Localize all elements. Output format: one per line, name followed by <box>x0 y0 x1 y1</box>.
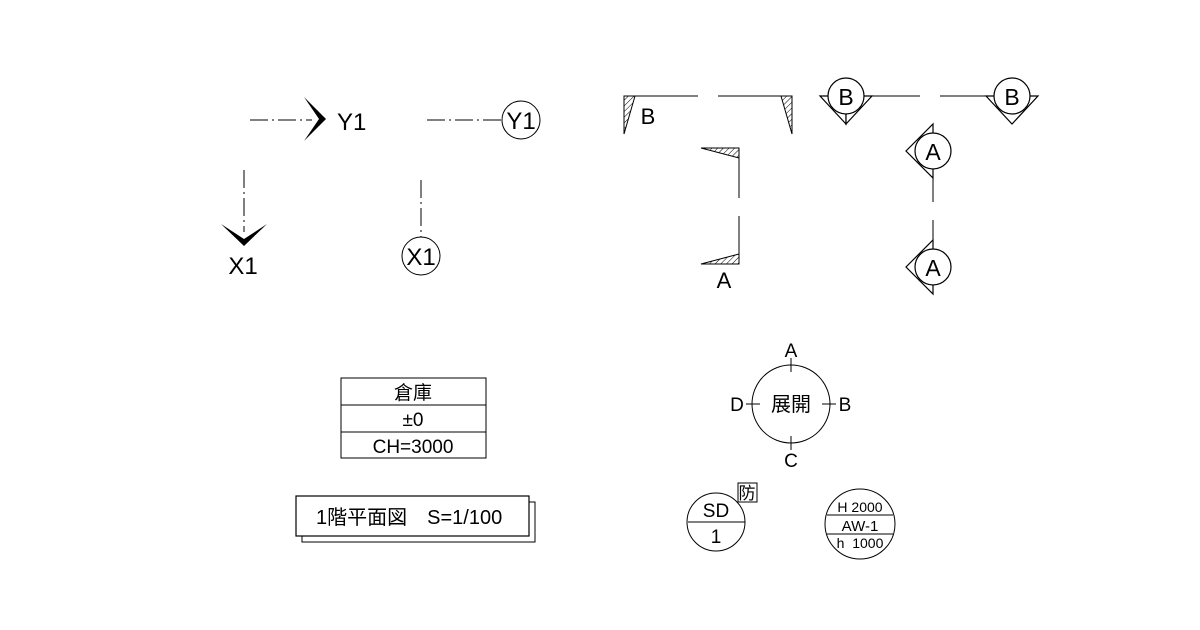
section-diamond-label-b-right: B <box>1004 84 1019 110</box>
grid-bubble-label-y1: Y1 <box>506 108 535 135</box>
room-tag: 倉庫 ±0 CH=3000 <box>340 377 487 459</box>
door-tag: SD 1 防 <box>686 482 758 552</box>
section-mark-b-diamonds: B B <box>818 77 1040 126</box>
door-tag-fire-rating: 防 <box>739 484 756 503</box>
grid-line-y1-triangle: Y1 <box>250 97 366 141</box>
section-mark-b-flags: B <box>623 95 793 135</box>
section-diamond-label-b-left: B <box>838 84 853 110</box>
grid-label-x1: X1 <box>228 253 257 280</box>
section-diamond-label-a-top: A <box>925 139 941 165</box>
elevation-key-a: A <box>785 341 798 362</box>
window-tag-sill-height: h 1000 <box>837 535 884 551</box>
elevation-key-c: C <box>784 451 798 472</box>
section-label-a: A <box>717 268 732 293</box>
window-tag: H 2000 AW-1 h 1000 <box>824 488 896 560</box>
grid-bubble-label-x1: X1 <box>406 244 435 271</box>
grid-bubble-x1 <box>401 236 441 276</box>
room-ceiling-height: CH=3000 <box>373 437 454 458</box>
grid-bubble-y1 <box>501 100 541 140</box>
section-flag-b-right <box>780 95 793 135</box>
room-name: 倉庫 <box>394 382 432 404</box>
door-tag-type: SD <box>703 501 729 522</box>
grid-arrowhead-y1 <box>304 97 326 141</box>
section-flag-a-top <box>700 147 740 159</box>
elevation-key-d: D <box>730 395 744 416</box>
grid-arrowhead-x1 <box>221 224 267 246</box>
grid-line-y1-circle: Y1 <box>427 100 541 140</box>
grid-line-x1-circle: X1 <box>401 180 441 276</box>
elevation-key-b: B <box>839 395 852 416</box>
elevation-key-center: 展開 <box>771 394 811 416</box>
drawing-title: 1階平面図 S=1/100 <box>316 506 502 529</box>
drawing-title-box: 1階平面図 S=1/100 <box>295 495 536 543</box>
section-flag-a-bottom <box>700 253 740 265</box>
section-mark-a-flags: A <box>700 147 740 293</box>
grid-label-y1: Y1 <box>337 109 366 136</box>
window-tag-type: AW-1 <box>842 518 879 535</box>
section-diamond-label-a-bottom: A <box>925 255 941 281</box>
grid-line-x1-triangle: X1 <box>221 170 267 280</box>
section-label-b: B <box>641 104 656 129</box>
room-floor-level: ±0 <box>403 410 424 431</box>
window-tag-height: H 2000 <box>837 499 882 515</box>
elevation-key: 展開 A B C D <box>730 341 851 472</box>
section-flag-b-left <box>623 95 636 135</box>
door-tag-number: 1 <box>711 527 722 548</box>
section-mark-a-diamonds: A A <box>905 122 952 296</box>
